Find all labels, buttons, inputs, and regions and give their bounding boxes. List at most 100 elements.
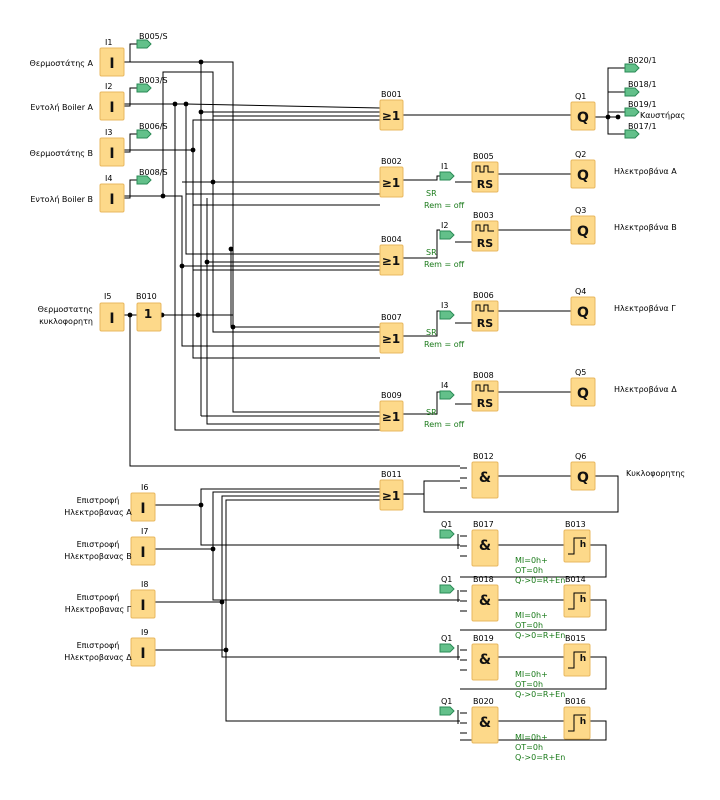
and-block-id: B018 [473,575,494,584]
q1-flag [624,107,640,117]
output-block [570,296,596,326]
pulse-glyph [475,304,494,312]
input-label-line2: Ηλεκτροβανας Γ [65,605,132,614]
and-flag-text: Q1 [441,575,452,584]
timer-symbol: h [580,540,586,550]
input-flag [136,175,152,185]
timer-id: B016 [565,697,586,706]
input-symbol: I [140,501,145,517]
output-id: Q4 [575,287,586,296]
input-flag-text: B005/S [139,32,168,41]
or-symbol: ≥1 [382,254,400,268]
junction-dot [615,114,621,120]
wire [230,249,380,328]
latch-id: B005 [473,152,494,161]
input-label: Εντολή Boiler A [30,103,93,112]
timer-param: MI=0h+ [515,556,548,565]
timer-param: Q->0=R+En [515,576,565,585]
wire [200,505,460,546]
q1-flag-text: B020/1 [628,56,657,65]
input-block-6 [130,492,156,522]
wire [403,229,440,259]
wire [460,656,607,690]
timer-glyph [568,592,586,610]
junction-dot [219,599,225,605]
and-flag [439,706,455,716]
latch-rem: Rem = off [424,420,465,429]
input-flag [136,83,152,93]
input-label-line1: Επιστροφή [77,641,120,650]
and-symbol: & [479,470,491,486]
and-block [471,461,499,499]
timer-param: OT=0h [515,566,543,575]
or-symbol: ≥1 [382,332,400,346]
latch-block [471,380,499,412]
output-symbol: Q [577,224,589,240]
output-id: Q6 [575,452,586,461]
timer-symbol: h [580,717,586,727]
and-block [471,643,499,681]
timer-param: OT=0h [515,743,543,752]
input-symbol: I [140,646,145,662]
junction-dot [172,101,178,107]
input-flag [136,39,152,49]
junction-dot [605,114,611,120]
q1-flag [624,63,640,73]
input-label-line2: Ηλεκτροβανας Β [64,552,131,561]
junction-dot [179,263,185,269]
junction-dot [204,259,210,265]
wire [124,133,137,153]
not-block [136,302,162,332]
not-block-id: B010 [136,292,157,301]
timer-param: MI=0h+ [515,670,548,679]
latch-type: SR [426,408,437,417]
or-symbol: ≥1 [382,410,400,424]
timer-id: B013 [565,520,586,529]
wire [185,104,380,195]
input-label-line1: Θερμοστατης [38,305,93,314]
input-block-3 [99,137,125,167]
junction-dot [198,109,204,115]
and-block-id: B020 [473,697,494,706]
input-symbol: I [109,146,114,162]
or-block [379,322,404,354]
or-block-id: B001 [381,90,402,99]
output-symbol: Q [577,470,589,486]
junction-dot [210,546,216,552]
output-block [570,215,596,245]
timer-symbol: h [580,654,586,664]
output-id: Q2 [575,150,586,159]
wire [212,549,460,601]
input-label-line1: Επιστροφή [77,593,120,602]
output-symbol: Q [577,386,589,402]
or-block [379,99,404,131]
and-block [471,529,499,567]
and-flag [439,529,455,539]
latch-symbol: RS [477,397,493,410]
timer-param: OT=0h [515,621,543,630]
and-flag-text: Q1 [441,520,452,529]
input-id: I8 [141,580,148,589]
wire [403,175,440,181]
output-block [570,159,596,189]
junction-dot [127,312,133,318]
latch-id: B006 [473,291,494,300]
junction-dot [198,502,204,508]
input-symbol: I [109,100,114,116]
or-block-id: B002 [381,157,402,166]
wire [225,650,460,722]
input-flag-text: B006/S [139,122,168,131]
latch-block [471,220,499,252]
timer-param: MI=0h+ [515,611,548,620]
or-symbol: ≥1 [382,176,400,190]
output-symbol: Q [577,305,589,321]
or-symbol: ≥1 [382,109,400,123]
latch-flag-text: I2 [441,221,448,230]
output-symbol: Q [577,110,589,126]
input-id: I4 [105,174,112,183]
timer-param: Q->0=R+En [515,631,565,640]
wire [607,117,625,135]
timer-param: OT=0h [515,680,543,689]
and-block-id: B019 [473,634,494,643]
wire [206,198,380,425]
